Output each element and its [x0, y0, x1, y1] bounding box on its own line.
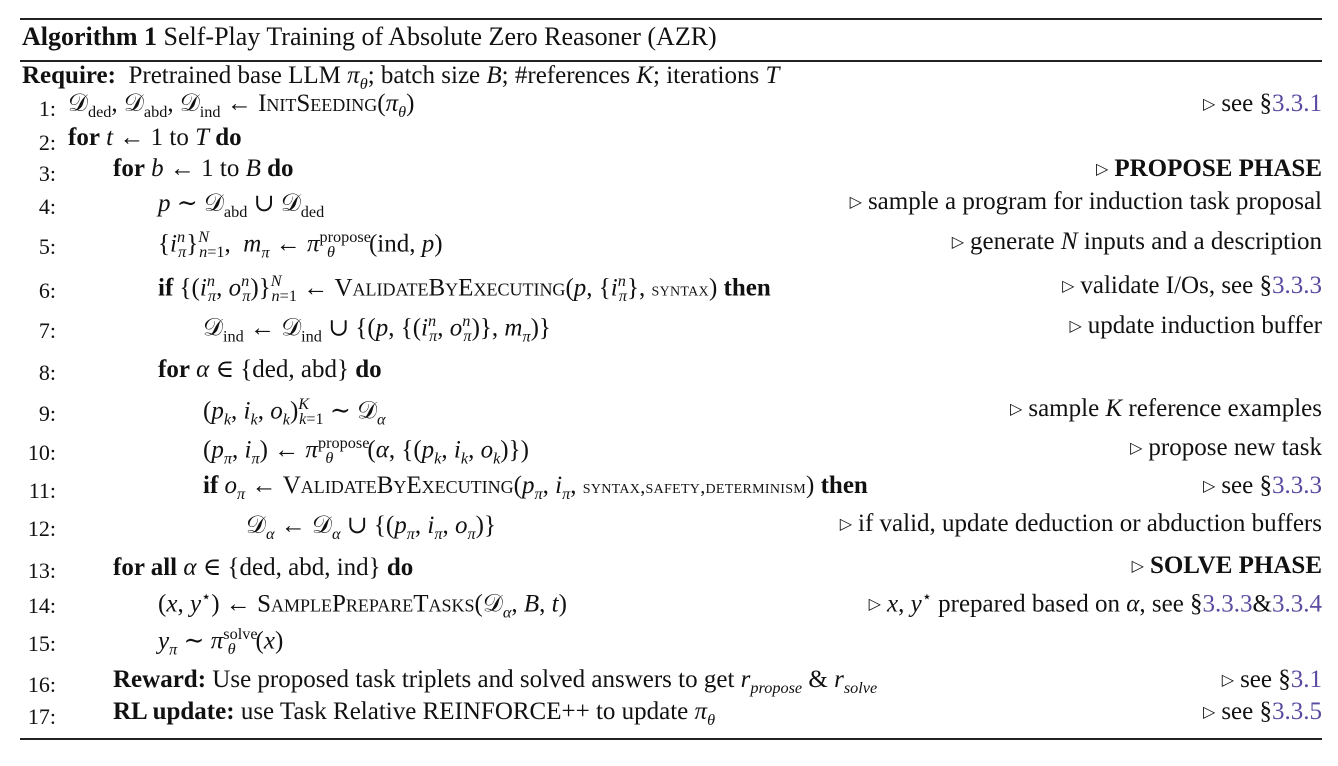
header-rule [20, 60, 1322, 62]
comment-triangle-icon: ▷ [839, 516, 852, 533]
comment-triangle-icon: ▷ [868, 596, 881, 614]
section-ref-link[interactable]: 3.3.4 [1272, 590, 1322, 618]
comment-triangle-icon: ▷ [1131, 558, 1144, 575]
algo-line-1: 1: 𝒟ded, 𝒟abd, 𝒟ind ← InitSeeding(πθ) ▷s… [38, 90, 1322, 121]
algo-line-6: 6: if {(inπ, onπ)}Nn=1 ← ValidateByExecu… [38, 272, 1322, 306]
comment-triangle-icon: ▷ [1069, 318, 1082, 335]
comment-triangle-icon: ▷ [1130, 440, 1143, 457]
algo-line-16: 16: Reward: Use proposed task triplets a… [27, 666, 1322, 697]
algo-line-3: 3: for b ← 1 to B do ▷PROPOSE PHASE [38, 155, 1322, 186]
bottom-rule [20, 738, 1322, 740]
algo-line-12: 12: 𝒟α ← 𝒟α ∪ {(pπ, iπ, oπ)} ▷if valid, … [27, 510, 1322, 543]
comment-triangle-icon: ▷ [1203, 478, 1216, 495]
comment-triangle-icon: ▷ [1062, 278, 1075, 295]
comment-triangle-icon: ▷ [1096, 161, 1109, 178]
require-text: Pretrained base LLM πθ; batch size B; #r… [128, 62, 780, 93]
algorithm-title: Algorithm 1 Self-Play Training of Absolu… [22, 22, 717, 51]
section-ref-link[interactable]: 3.3.3 [1272, 472, 1322, 499]
top-rule [20, 18, 1322, 20]
algo-line-15: 15: yπ ∼ πsolveθ(x) [27, 625, 284, 659]
algo-line-4: 4: p ∼ 𝒟abd ∪ 𝒟ded ▷sample a program for… [38, 188, 1322, 221]
comment-triangle-icon: ▷ [849, 194, 862, 211]
algo-line-17: 17: RL update: use Task Relative REINFOR… [27, 698, 1322, 729]
comment-triangle-icon: ▷ [1203, 96, 1216, 113]
solve-phase-label: ▷SOLVE PHASE [1131, 552, 1322, 579]
section-ref-link[interactable]: 3.3.3 [1202, 590, 1253, 618]
algo-line-5: 5: {inπ}Nn=1, mπ ← πproposeθ(ind, p) ▷ge… [38, 228, 1322, 262]
section-ref-link[interactable]: 3.3.5 [1272, 698, 1322, 725]
line-1-comment: ▷see §3.3.1 [1203, 90, 1322, 117]
algo-line-2: 2: for t ← 1 to T do [38, 124, 242, 155]
section-ref-link[interactable]: 3.3.3 [1272, 272, 1322, 299]
require-line: Require: Pretrained base LLM πθ; batch s… [22, 62, 779, 94]
algo-line-13: 13: for all α ∈ {ded, abd, ind} do ▷SOLV… [27, 552, 1322, 583]
propose-phase-label: ▷PROPOSE PHASE [1096, 155, 1322, 182]
algo-line-7: 7: 𝒟ind ← 𝒟ind ∪ {(p, {(inπ, onπ)}, mπ)}… [38, 312, 1322, 346]
algo-line-9: 9: (pk, ik, ok)Kk=1 ∼ 𝒟α ▷sample K refer… [38, 395, 1322, 429]
algo-line-11: 11: if oπ ← ValidateByExecuting(pπ, iπ, … [28, 472, 1322, 503]
algo-line-10: 10: (pπ, iπ) ← πproposeθ(α, {(pk, ik, ok… [27, 434, 1322, 468]
comment-triangle-icon: ▷ [951, 234, 964, 251]
algo-line-14: 14: (x, y⋆) ← SamplePrepareTasks(𝒟α, B, … [27, 588, 1322, 622]
comment-triangle-icon: ▷ [1203, 704, 1216, 721]
algo-line-8: 8: for α ∈ {ded, abd} do [38, 356, 382, 385]
require-label: Require: [22, 62, 116, 89]
section-ref-link[interactable]: 3.1 [1290, 666, 1322, 693]
section-ref-link[interactable]: 3.3.1 [1272, 90, 1322, 117]
comment-triangle-icon: ▷ [1010, 401, 1023, 418]
comment-triangle-icon: ▷ [1221, 672, 1235, 689]
